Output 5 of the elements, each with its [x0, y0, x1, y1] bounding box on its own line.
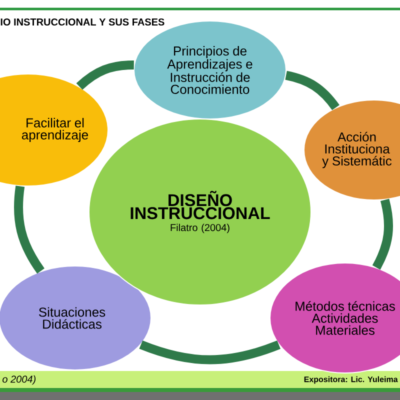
ring-arc: [372, 198, 393, 270]
ring-arc: [76, 60, 134, 90]
ring-arc: [14, 186, 45, 274]
ring-arc: [285, 70, 340, 110]
ring-arc: [139, 340, 280, 364]
